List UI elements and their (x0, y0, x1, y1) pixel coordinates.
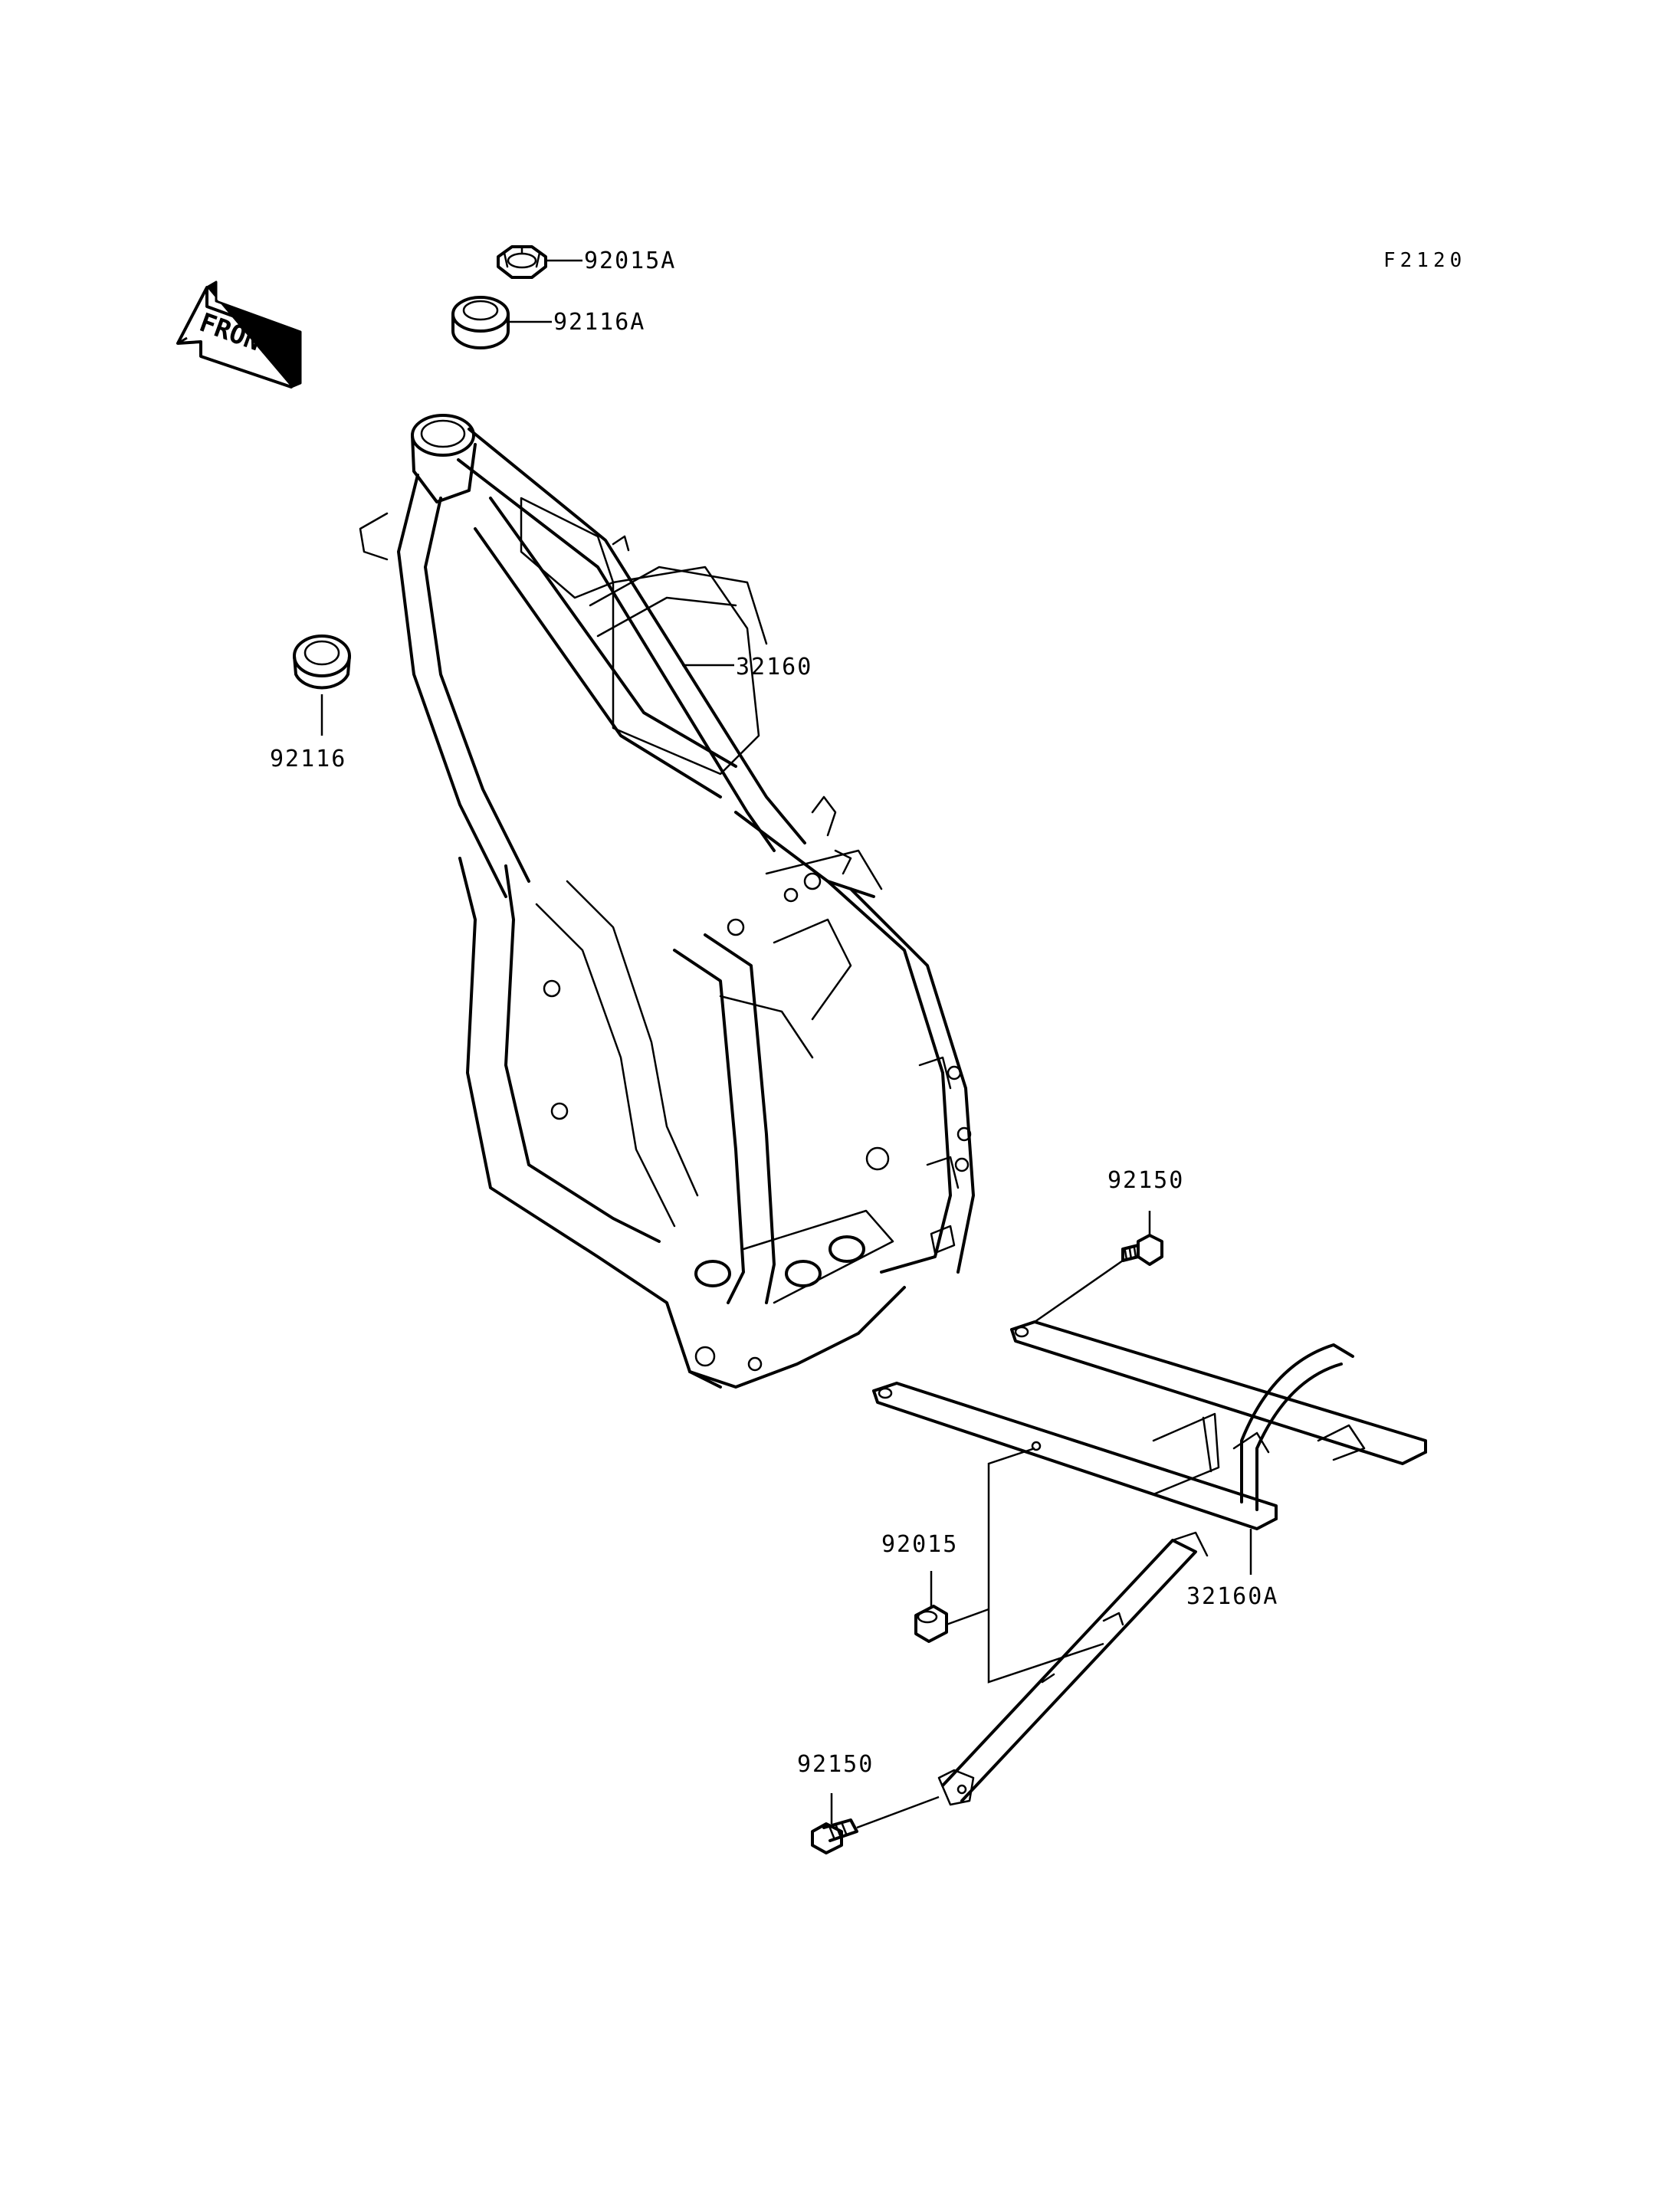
bolt-92150-upper (1034, 1211, 1163, 1323)
callout-92116: 92116 (270, 746, 346, 772)
subframe-32160a (872, 1320, 1427, 1806)
callout-92150-lower: 92150 (797, 1751, 874, 1778)
bolt-92150-lower (811, 1793, 940, 1854)
callout-32160a: 32160A (1186, 1583, 1278, 1610)
seal-92116 (293, 635, 351, 736)
callout-92150-upper: 92150 (1107, 1167, 1184, 1194)
figure-code: F2120 (1383, 249, 1466, 272)
main-frame-32160 (359, 414, 975, 1389)
seal-92116a (451, 296, 552, 349)
callout-92015: 92015 (881, 1531, 958, 1558)
callout-32160: 32160 (736, 654, 812, 680)
front-arrow-icon: FRONT (176, 280, 302, 389)
callout-92116a: 92116A (553, 309, 645, 336)
callout-92015a: 92015A (584, 248, 676, 274)
nut-92015a (497, 245, 582, 279)
nut-92015 (914, 1571, 948, 1643)
